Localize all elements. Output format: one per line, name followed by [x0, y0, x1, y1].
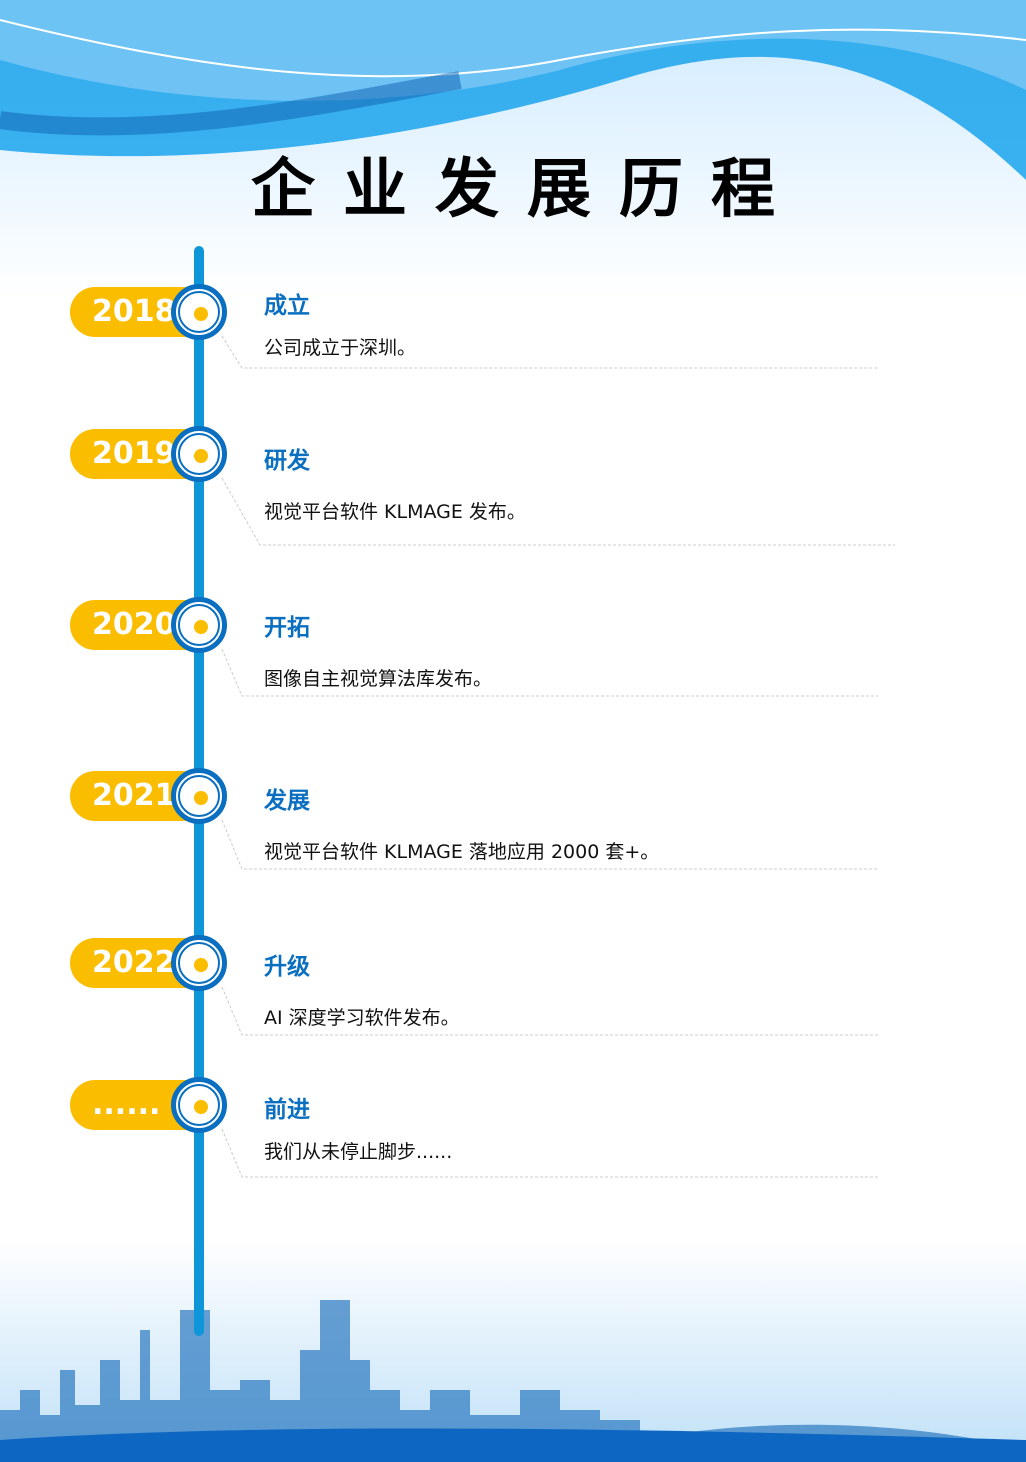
milestone-heading: 研发: [264, 448, 310, 474]
timeline-item: 2019: [0, 426, 1026, 482]
milestone-description: 图像自主视觉算法库发布。: [264, 668, 493, 690]
wave-background-top: [0, 0, 1026, 300]
timeline-node-icon: [171, 284, 227, 340]
timeline-node-icon: [171, 426, 227, 482]
timeline-node-icon: [171, 1077, 227, 1133]
timeline-item: ......: [0, 1077, 1026, 1133]
milestone-description: 公司成立于深圳。: [264, 337, 417, 359]
milestone-heading: 前进: [264, 1097, 310, 1123]
timeline-node-icon: [171, 597, 227, 653]
node-dot: [194, 307, 208, 321]
milestone-description: AI 深度学习软件发布。: [264, 1007, 460, 1029]
milestone-heading: 成立: [264, 293, 310, 319]
city-skyline-background: [0, 1240, 1026, 1462]
node-dot: [194, 958, 208, 972]
milestone-description: 视觉平台软件 KLMAGE 落地应用 2000 套+。: [264, 841, 660, 863]
node-dot: [194, 620, 208, 634]
milestone-description: 视觉平台软件 KLMAGE 发布。: [264, 501, 526, 523]
timeline-item: 2018: [0, 284, 1026, 340]
milestone-description: 我们从未停止脚步......: [264, 1141, 453, 1163]
timeline-node-icon: [171, 768, 227, 824]
timeline-item: 2022: [0, 935, 1026, 991]
timeline-item: 2021: [0, 768, 1026, 824]
milestone-heading: 发展: [264, 788, 310, 814]
node-dot: [194, 449, 208, 463]
timeline-item: 2020: [0, 597, 1026, 653]
node-dot: [194, 791, 208, 805]
milestone-heading: 升级: [264, 954, 310, 980]
timeline-node-icon: [171, 935, 227, 991]
page-title: 企业发展历程: [251, 153, 803, 227]
milestone-heading: 开拓: [264, 615, 310, 641]
node-dot: [194, 1100, 208, 1114]
